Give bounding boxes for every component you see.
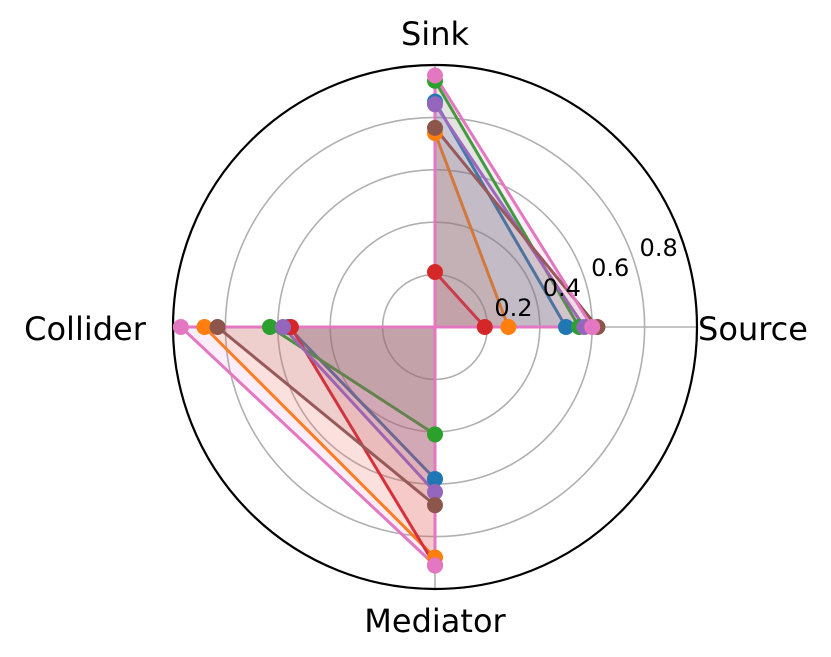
series-6-point-collider <box>172 319 189 335</box>
series-4-point-mediator <box>427 484 443 501</box>
r-tick-label-1: 0.4 <box>543 274 581 302</box>
series-2-point-collider <box>261 319 278 335</box>
axis-label-collider: Collider <box>24 310 147 348</box>
r-tick-label-0: 0.2 <box>494 294 532 322</box>
series-1-point-collider <box>196 319 213 335</box>
series-5-point-mediator <box>427 497 443 514</box>
series-0-point-mediator <box>427 470 443 487</box>
r-tick-label-3: 0.8 <box>640 234 678 262</box>
axis-label-sink: Sink <box>401 15 469 53</box>
radar-series <box>172 67 606 574</box>
series-3-point-source <box>476 319 493 335</box>
series-4-point-sink <box>427 96 443 113</box>
axis-label-mediator: Mediator <box>364 602 506 640</box>
series-3-point-sink <box>427 263 443 280</box>
series-1-point-source <box>500 319 517 335</box>
series-2-point-mediator <box>427 426 443 443</box>
series-5-point-collider <box>209 319 226 335</box>
series-6-point-sink <box>427 67 443 84</box>
series-6-point-mediator <box>427 557 443 574</box>
axis-label-source: Source <box>698 310 808 348</box>
r-tick-label-2: 0.6 <box>591 254 629 282</box>
series-5-point-sink <box>427 119 443 136</box>
series-6-point-source <box>584 319 601 335</box>
series-0-point-source <box>558 319 574 335</box>
series-4-point-collider <box>275 319 292 335</box>
